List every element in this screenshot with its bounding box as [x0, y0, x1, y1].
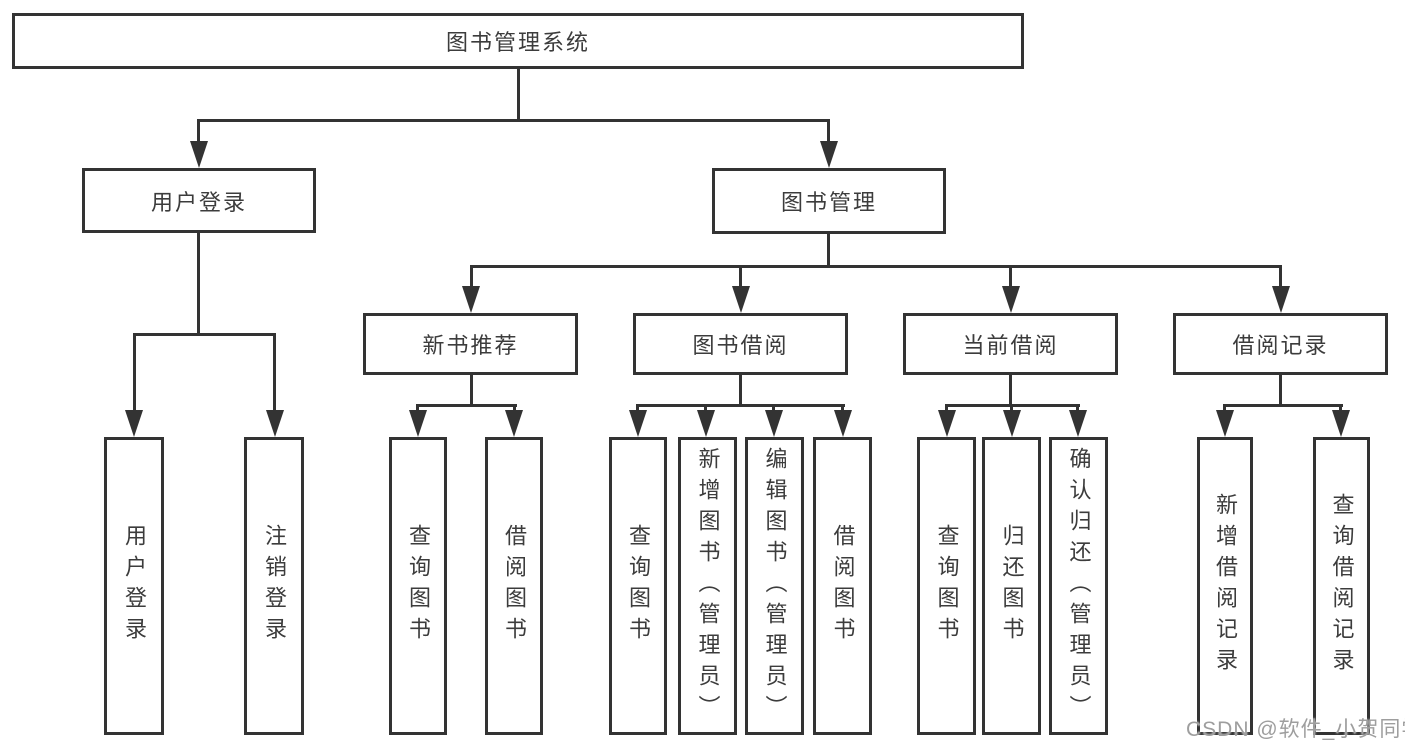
node-borrowing-records: 借阅记录 [1173, 313, 1388, 375]
node-book-borrowing: 图书借阅 [633, 313, 848, 375]
connector-line [739, 265, 742, 291]
node-edit-book-admin: 编辑图书（管理员） [745, 437, 804, 735]
node-logout: 注销登录 [244, 437, 304, 735]
node-label: 查询图书 [626, 524, 651, 648]
node-return-books: 归还图书 [982, 437, 1041, 735]
node-label: 借阅图书 [830, 524, 856, 648]
connector-line [1339, 404, 1342, 414]
node-label: 借阅图书 [502, 524, 527, 648]
connector-line [1279, 375, 1282, 407]
arrow-down-icon [409, 410, 427, 437]
connector-line [517, 69, 520, 122]
connector-line [133, 333, 136, 413]
arrow-down-icon [1003, 410, 1021, 437]
connector-line [1223, 404, 1226, 414]
connector-line [1009, 375, 1012, 407]
arrow-down-icon [765, 410, 783, 437]
connector-line [945, 404, 948, 414]
node-label: 编辑图书（管理员） [762, 446, 788, 726]
connector-line [1076, 404, 1079, 414]
node-current-borrowing: 当前借阅 [903, 313, 1118, 375]
node-book-management: 图书管理 [712, 168, 946, 234]
arrow-down-icon [125, 410, 143, 437]
node-label: 新增图书（管理员） [695, 446, 721, 726]
connector-line [704, 404, 707, 414]
node-library-system: 图书管理系统 [12, 13, 1024, 69]
node-user-login-branch: 用户登录 [82, 168, 316, 233]
connector-line [827, 234, 830, 268]
connector-line [1223, 404, 1343, 407]
connector-line [841, 404, 844, 414]
connector-line [197, 232, 200, 336]
node-add-book-admin: 新增图书（管理员） [678, 437, 737, 735]
arrow-down-icon [190, 141, 208, 168]
node-query-books-recommend: 查询图书 [389, 437, 447, 735]
node-label: 用户登录 [122, 524, 147, 648]
node-label: 新书推荐 [422, 333, 519, 358]
connector-line [772, 404, 775, 414]
arrow-down-icon [629, 410, 647, 437]
arrow-down-icon [938, 410, 956, 437]
node-query-books-borrowing: 查询图书 [609, 437, 667, 735]
node-label: 查询借阅记录 [1329, 493, 1355, 679]
connector-line [739, 375, 742, 407]
node-label: 注销登录 [262, 524, 287, 648]
connector-line [1279, 265, 1282, 291]
arrow-down-icon [462, 286, 480, 313]
arrow-down-icon [1069, 410, 1087, 437]
connector-line [197, 119, 830, 122]
node-label: 确认归还（管理员） [1066, 446, 1092, 726]
arrow-down-icon [266, 410, 284, 437]
connector-line [133, 333, 276, 336]
node-label: 用户登录 [150, 189, 247, 215]
node-borrow-books-borrowing: 借阅图书 [813, 437, 872, 735]
connector-line [416, 404, 517, 407]
arrow-down-icon [697, 410, 715, 437]
arrow-down-icon [1216, 410, 1234, 437]
arrow-down-icon [1002, 286, 1020, 313]
arrow-down-icon [820, 141, 838, 168]
node-new-book-recommend: 新书推荐 [363, 313, 578, 375]
node-label: 当前借阅 [962, 333, 1059, 358]
connector-line [636, 404, 639, 414]
connector-line [1009, 265, 1012, 291]
node-label: 新增借阅记录 [1213, 493, 1238, 679]
connector-line [636, 404, 845, 407]
connector-line [197, 119, 200, 145]
node-query-borrow-record: 查询借阅记录 [1313, 437, 1370, 735]
connector-line [1010, 404, 1013, 414]
node-label: 借阅记录 [1232, 333, 1329, 358]
arrow-down-icon [1272, 286, 1290, 313]
node-label: 图书管理 [780, 190, 877, 215]
arrow-down-icon [505, 410, 523, 437]
arrow-down-icon [834, 410, 852, 437]
node-borrow-books-recommend: 借阅图书 [485, 437, 543, 735]
node-add-borrow-record: 新增借阅记录 [1197, 437, 1253, 735]
node-query-books-current: 查询图书 [917, 437, 976, 735]
node-confirm-return-admin: 确认归还（管理员） [1049, 437, 1108, 735]
connector-line [513, 404, 516, 414]
watermark: CSDN @软件_小贺同学 [1186, 718, 1405, 741]
connector-line [470, 265, 1282, 268]
connector-line [273, 333, 276, 413]
connector-line [827, 119, 830, 145]
connector-line [416, 404, 419, 414]
node-label: 图书管理系统 [445, 30, 590, 55]
node-label: 查询图书 [406, 524, 431, 648]
arrow-down-icon [732, 286, 750, 313]
arrow-down-icon [1332, 410, 1350, 437]
node-label: 图书借阅 [692, 333, 789, 358]
node-label: 查询图书 [934, 524, 960, 648]
node-label: 归还图书 [999, 524, 1025, 648]
connector-line [470, 265, 473, 291]
connector-line [470, 375, 473, 407]
node-user-login: 用户登录 [104, 437, 164, 735]
